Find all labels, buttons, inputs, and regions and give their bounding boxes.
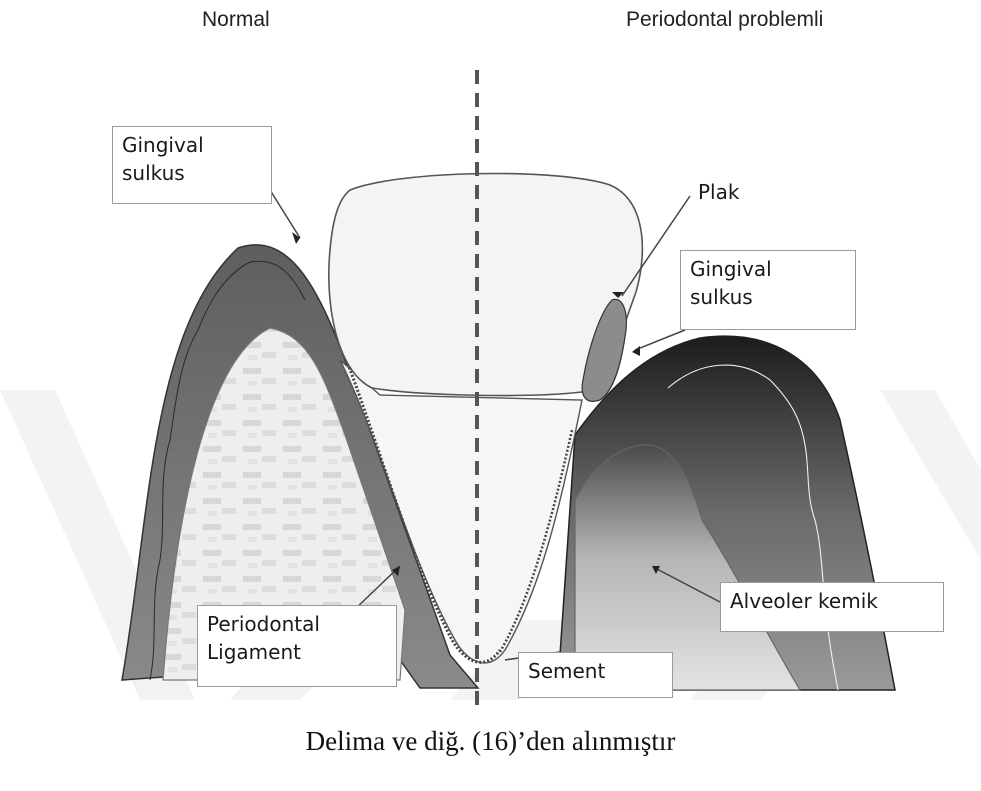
label-gingival-sulkus-problem-line1: Gingival — [690, 255, 846, 283]
label-periodontal-ligament-line1: Periodontal — [207, 610, 387, 638]
heading-periodontal-problem: Periodontal problemli — [626, 8, 823, 32]
leader-gingival-right-arrow — [632, 346, 640, 356]
label-alveoler-kemik-text: Alveoler kemik — [730, 587, 934, 615]
label-sement: Sement — [518, 652, 673, 698]
heading-normal: Normal — [202, 8, 270, 32]
label-periodontal-ligament-line2: Ligament — [207, 638, 387, 666]
leader-gingival-left-arrow — [292, 232, 300, 244]
label-gingival-sulkus-normal-line1: Gingival — [122, 131, 262, 159]
label-sement-text: Sement — [528, 657, 663, 685]
leader-gingival-left — [270, 190, 300, 238]
label-gingival-sulkus-normal: Gingival sulkus — [112, 126, 272, 204]
label-periodontal-ligament: Periodontal Ligament — [197, 605, 397, 687]
label-gingival-sulkus-problem-line2: sulkus — [690, 283, 846, 311]
label-alveoler-kemik: Alveoler kemik — [720, 582, 944, 632]
label-gingival-sulkus-problem: Gingival sulkus — [680, 250, 856, 330]
figure-caption: Delima ve diğ. (16)’den alınmıştır — [0, 726, 981, 757]
label-gingival-sulkus-normal-line2: sulkus — [122, 159, 262, 187]
label-plak: Plak — [698, 180, 739, 204]
